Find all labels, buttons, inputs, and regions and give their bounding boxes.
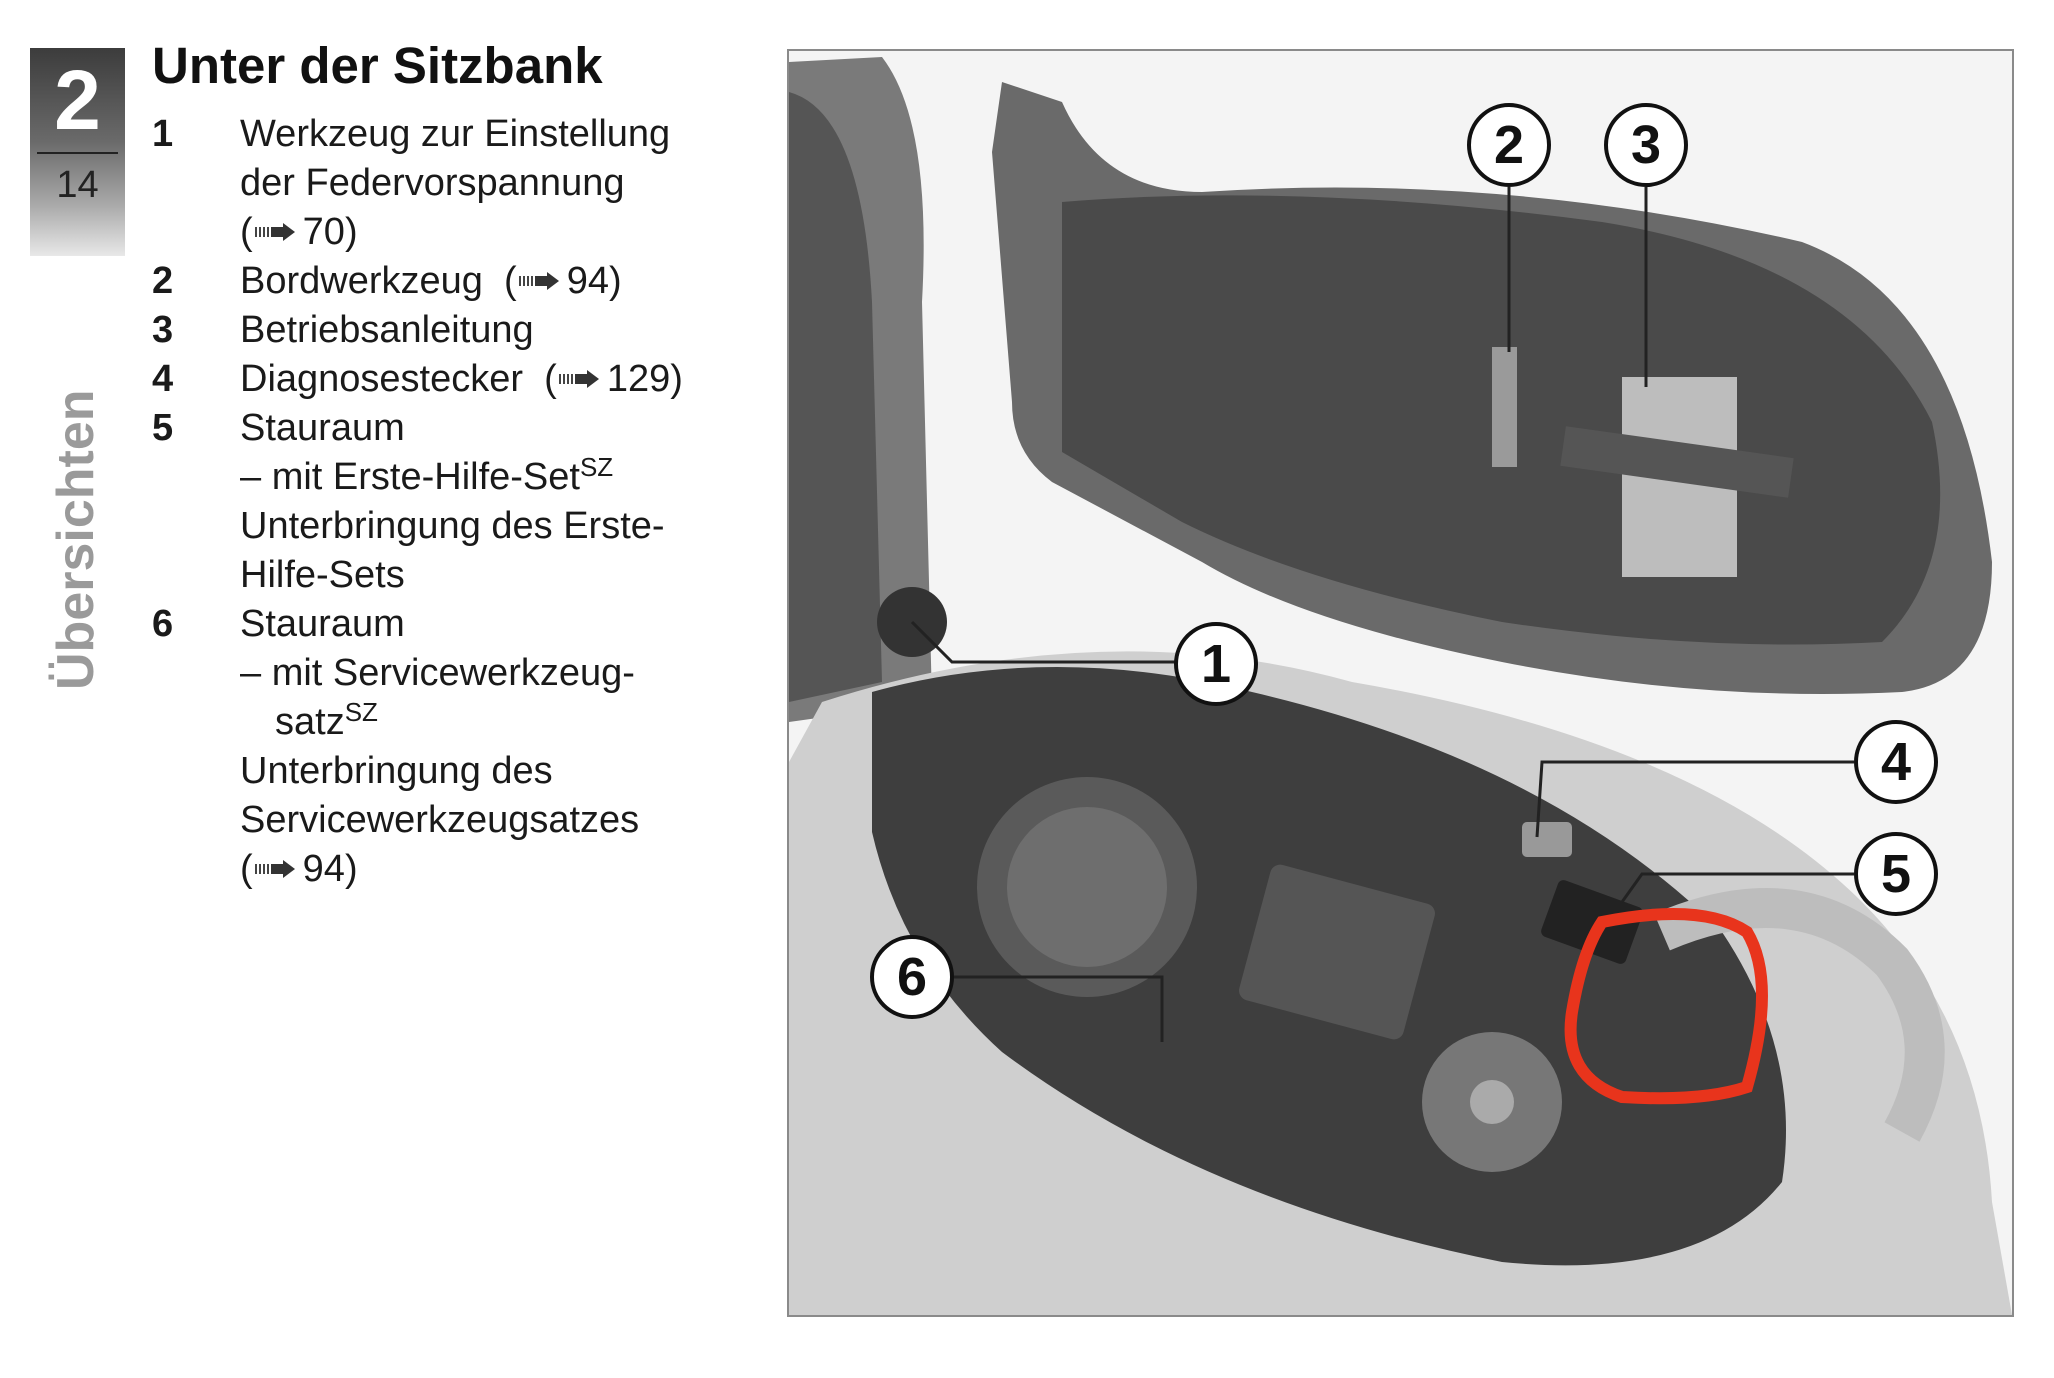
item-number: 3 — [152, 309, 174, 351]
callout-6: 6 — [870, 935, 954, 1019]
page-ref: 129 — [606, 358, 671, 400]
item-number: 4 — [152, 358, 174, 400]
seat-storage-illustration: 1 2 3 4 5 6 — [787, 49, 2014, 1317]
section-label: Übersichten — [47, 389, 105, 690]
item-description: Unterbringung des — [240, 750, 553, 792]
toolkit-shape — [1492, 347, 1517, 467]
sub-text: – mit Erste-Hilfe-Set — [240, 456, 580, 498]
callout-2: 2 — [1467, 103, 1551, 187]
list-item: 3 Betriebsanleitung — [152, 306, 752, 355]
item-subtext: – mit Servicewerkzeug- — [240, 652, 635, 694]
reference-arrow-icon — [558, 370, 599, 388]
chapter-number: 2 — [54, 53, 101, 147]
item-text: Stauraum — [240, 407, 405, 449]
page-ref: 70 — [302, 211, 345, 253]
first-aid-box-shape — [1541, 880, 1643, 964]
page-reference-link[interactable]: (129) — [544, 358, 683, 400]
item-description: Unterbringung des Erste- — [240, 505, 665, 547]
sub-text: satz — [275, 701, 345, 743]
page-number: 14 — [56, 164, 99, 206]
page-reference-link[interactable]: (94) — [240, 848, 358, 890]
page-ref: 94 — [566, 260, 609, 302]
callout-4: 4 — [1854, 720, 1938, 804]
list-item: 4 Diagnosestecker (129) — [152, 355, 752, 404]
list-item: 2 Bordwerkzeug (94) — [152, 257, 752, 306]
page-ref: 94 — [302, 848, 345, 890]
list-item: 1 Werkzeug zur Einstellung der Federvors… — [152, 110, 752, 257]
callout-3: 3 — [1604, 103, 1688, 187]
leader-lines — [910, 187, 1854, 1042]
page-title: Unter der Sitzbank — [152, 37, 603, 94]
grab-handle-shape — [1654, 888, 1945, 1142]
item-number: 5 — [152, 407, 174, 449]
item-text: der Federvorspannung — [240, 162, 625, 204]
page-reference-link[interactable]: (70) — [240, 211, 358, 253]
motorcycle-drawing — [789, 57, 2012, 1315]
diagnostic-plug-shape — [1522, 822, 1572, 857]
item-text: Bordwerkzeug — [240, 260, 483, 302]
tank-side-shape — [789, 92, 882, 702]
callout-5: 5 — [1854, 832, 1938, 916]
item-number: 6 — [152, 603, 174, 645]
item-description: Servicewerkzeugsatzes — [240, 799, 640, 841]
legend-list: 1 Werkzeug zur Einstellung der Federvors… — [152, 110, 752, 894]
reference-arrow-icon — [254, 860, 295, 878]
reference-arrow-icon — [518, 272, 559, 290]
special-equipment-mark: SZ — [344, 697, 378, 727]
item-description: Hilfe-Sets — [240, 554, 405, 596]
callout-1: 1 — [1174, 622, 1258, 706]
item-subtext: satzSZ — [240, 698, 752, 747]
item-text: Diagnosestecker — [240, 358, 524, 400]
storage-box-shape — [1239, 864, 1435, 1040]
item-text: Betriebsanleitung — [240, 309, 534, 351]
chapter-tab: 2 14 — [30, 48, 125, 256]
list-item: 5 Stauraum – mit Erste-Hilfe-SetSZ Unter… — [152, 404, 752, 600]
item-number: 2 — [152, 260, 174, 302]
list-item: 6 Stauraum – mit Servicewerkzeug- satzSZ… — [152, 600, 752, 894]
reference-arrow-icon — [254, 223, 295, 241]
item-subtext: – mit Erste-Hilfe-SetSZ — [240, 453, 752, 502]
item-text: Werkzeug zur Einstellung — [240, 113, 671, 155]
page-reference-link[interactable]: (94) — [504, 260, 622, 302]
red-highlight-circle — [1564, 908, 1768, 1105]
divider — [37, 152, 118, 154]
item-text: Stauraum — [240, 603, 405, 645]
item-number: 1 — [152, 113, 174, 155]
special-equipment-mark: SZ — [579, 452, 614, 482]
